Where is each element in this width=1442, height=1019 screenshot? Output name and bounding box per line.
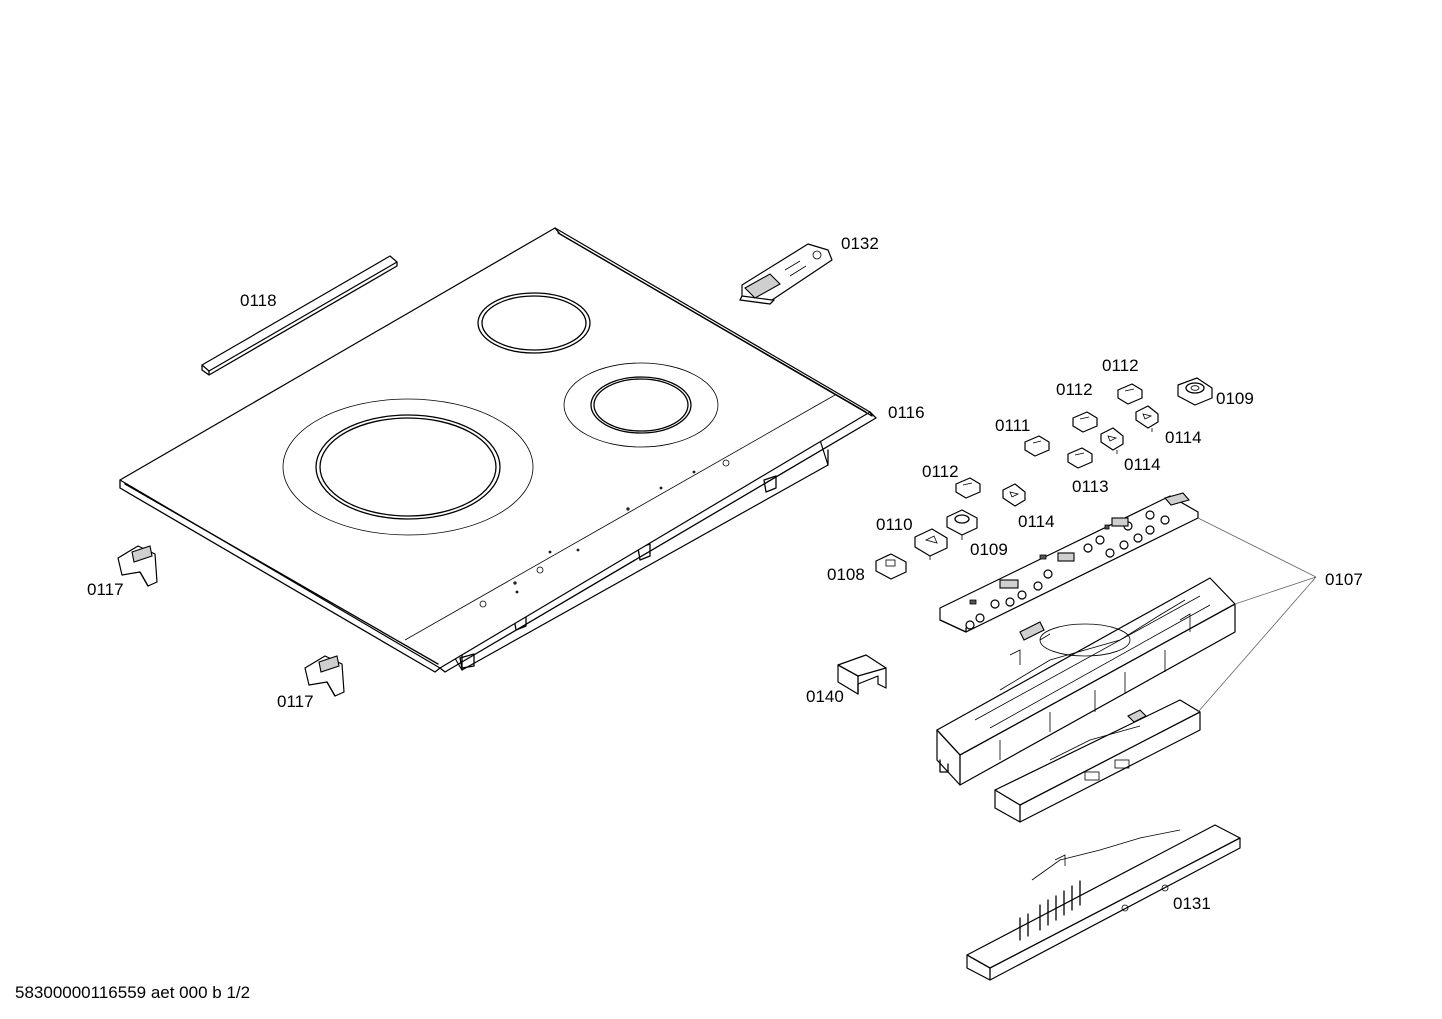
label-0109-top: 0109 xyxy=(1216,389,1254,408)
leader-0107 xyxy=(1197,517,1317,713)
label-0112-top: 0112 xyxy=(1102,356,1139,375)
knob-0114-c xyxy=(1002,483,1026,507)
drawing-reference-footer: 58300000116559 aet 000 b 1/2 xyxy=(15,983,250,1002)
label-0114-top: 0114 xyxy=(1165,428,1202,447)
knob-0112-b xyxy=(1072,411,1098,433)
knob-0111 xyxy=(1024,435,1050,457)
board-buttons xyxy=(965,510,1170,630)
clip-0117-left-part xyxy=(117,545,158,587)
knob-0109-top xyxy=(1177,377,1213,406)
cover-cap-0140-part xyxy=(837,654,887,695)
part-labels: 0132 0118 0116 0117 0117 0112 0112 0109 … xyxy=(87,234,1363,913)
label-0110: 0110 xyxy=(876,515,913,534)
knob-0108 xyxy=(875,553,907,580)
label-0108: 0108 xyxy=(827,565,865,584)
label-0109-bottom: 0109 xyxy=(970,540,1008,559)
knob-0114-a xyxy=(1135,405,1159,432)
knob-0112-a xyxy=(1117,383,1143,405)
power-board-part xyxy=(994,699,1201,823)
knob-0112-c xyxy=(955,477,981,499)
label-0116: 0116 xyxy=(888,403,925,422)
seal-strip-part xyxy=(201,255,398,376)
label-0113: 0113 xyxy=(1072,477,1109,496)
control-housing-part xyxy=(936,577,1236,786)
label-0114-bottom: 0114 xyxy=(1018,512,1055,531)
label-0131: 0131 xyxy=(1173,894,1211,913)
label-0114-mid: 0114 xyxy=(1124,455,1161,474)
knob-0113 xyxy=(1067,447,1093,469)
label-0112-left: 0112 xyxy=(922,462,959,481)
label-0118: 0118 xyxy=(240,291,277,310)
label-0117-left: 0117 xyxy=(87,580,124,599)
knob-cluster xyxy=(875,377,1213,580)
control-board-0107-part xyxy=(939,492,1199,633)
label-0140: 0140 xyxy=(806,687,844,706)
label-0107: 0107 xyxy=(1325,570,1363,589)
cooktop-glass-part xyxy=(119,227,877,673)
knob-0109-bottom xyxy=(946,509,978,540)
clip-0117-right-part xyxy=(304,655,345,697)
label-0112-mid: 0112 xyxy=(1056,380,1093,399)
label-0111: 0111 xyxy=(995,416,1030,435)
bracket-0132-part xyxy=(739,243,833,305)
base-plate-0131-part xyxy=(966,824,1241,981)
knob-0110 xyxy=(914,528,948,560)
label-0132: 0132 xyxy=(841,234,879,253)
knob-0114-b xyxy=(1100,427,1124,454)
label-0117-right: 0117 xyxy=(277,692,314,711)
